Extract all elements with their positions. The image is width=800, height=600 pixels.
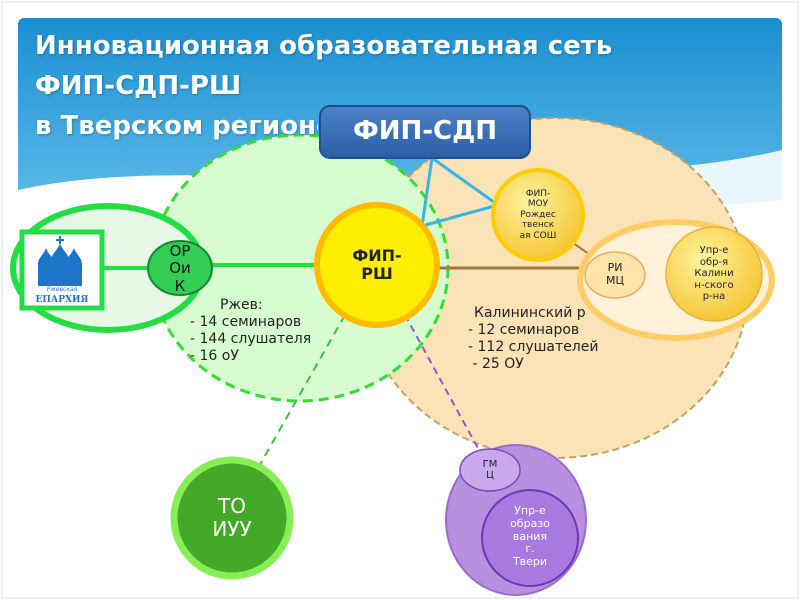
rimc-node[interactable] bbox=[584, 251, 646, 299]
rimc-label: РИ МЦ bbox=[605, 261, 625, 287]
kalinin-seminars: - 12 семинаров bbox=[468, 322, 580, 338]
link-sdp-mou bbox=[431, 156, 499, 207]
eparchy-small-label: Ржевская bbox=[46, 286, 78, 294]
fip-sdp-label: ФИП-СДП bbox=[352, 116, 498, 147]
fip-sdp-box[interactable] bbox=[319, 105, 531, 159]
kalinin-schools: - 25 ОУ bbox=[468, 356, 524, 372]
slide-title-line-1: Инновационная образовательная сеть bbox=[35, 31, 613, 61]
eparchy-name: ЕПАРХИЯ bbox=[35, 294, 89, 305]
kalinin-listeners: - 112 слушателей bbox=[468, 339, 599, 355]
gmc-node[interactable] bbox=[459, 448, 521, 492]
kalinin-stats: Калининский р - 12 семинаров - 112 слуша… bbox=[468, 305, 598, 373]
gmc-label: ГМ Ц bbox=[482, 458, 498, 482]
fip-mou-label: ФИП- МОУ Рождес твенск ая СОШ bbox=[519, 189, 557, 241]
rzhev-stats: Ржев: - 14 семинаров - 144 слушателя - 1… bbox=[190, 297, 311, 365]
slide-title-line-2: ФИП-СДП-РШ bbox=[35, 71, 242, 101]
orik-label: ОР Ои К bbox=[169, 242, 191, 295]
slide-title-line-3: в Тверском регионе bbox=[35, 111, 318, 141]
link-fiprsh-toiuu bbox=[257, 314, 346, 469]
to-iuu-node[interactable] bbox=[170, 456, 294, 580]
rzhev-schools: - 16 оУ bbox=[190, 348, 239, 364]
kalinin-admin-label: Упр-е обр-я Калини н-ского р-на bbox=[694, 245, 734, 303]
tver-admin-label: Упр-е образо вания г. Твери bbox=[510, 504, 550, 568]
fip-rsh-node[interactable] bbox=[314, 202, 440, 328]
fip-mou-node[interactable] bbox=[491, 168, 585, 262]
rzhev-seminars: - 14 семинаров bbox=[190, 314, 302, 330]
link-sdp-fiprsh bbox=[420, 157, 434, 227]
fip-rsh-label: ФИП- РШ bbox=[352, 245, 402, 283]
link-fiprsh-gmc bbox=[404, 314, 481, 453]
kalinin-admin-node[interactable] bbox=[665, 226, 763, 322]
rzhev-heading: Ржев: bbox=[220, 297, 263, 313]
link-fiprsh-mou bbox=[421, 203, 499, 228]
orik-node[interactable] bbox=[147, 240, 213, 296]
rzhev-listeners: - 144 слушателя bbox=[190, 331, 312, 347]
eparchy-logo-icon bbox=[38, 236, 82, 286]
tver-admin-node[interactable] bbox=[481, 489, 579, 587]
to-iuu-label: ТО ИУУ bbox=[212, 494, 252, 541]
kalinin-heading: Калининский р bbox=[474, 305, 586, 321]
